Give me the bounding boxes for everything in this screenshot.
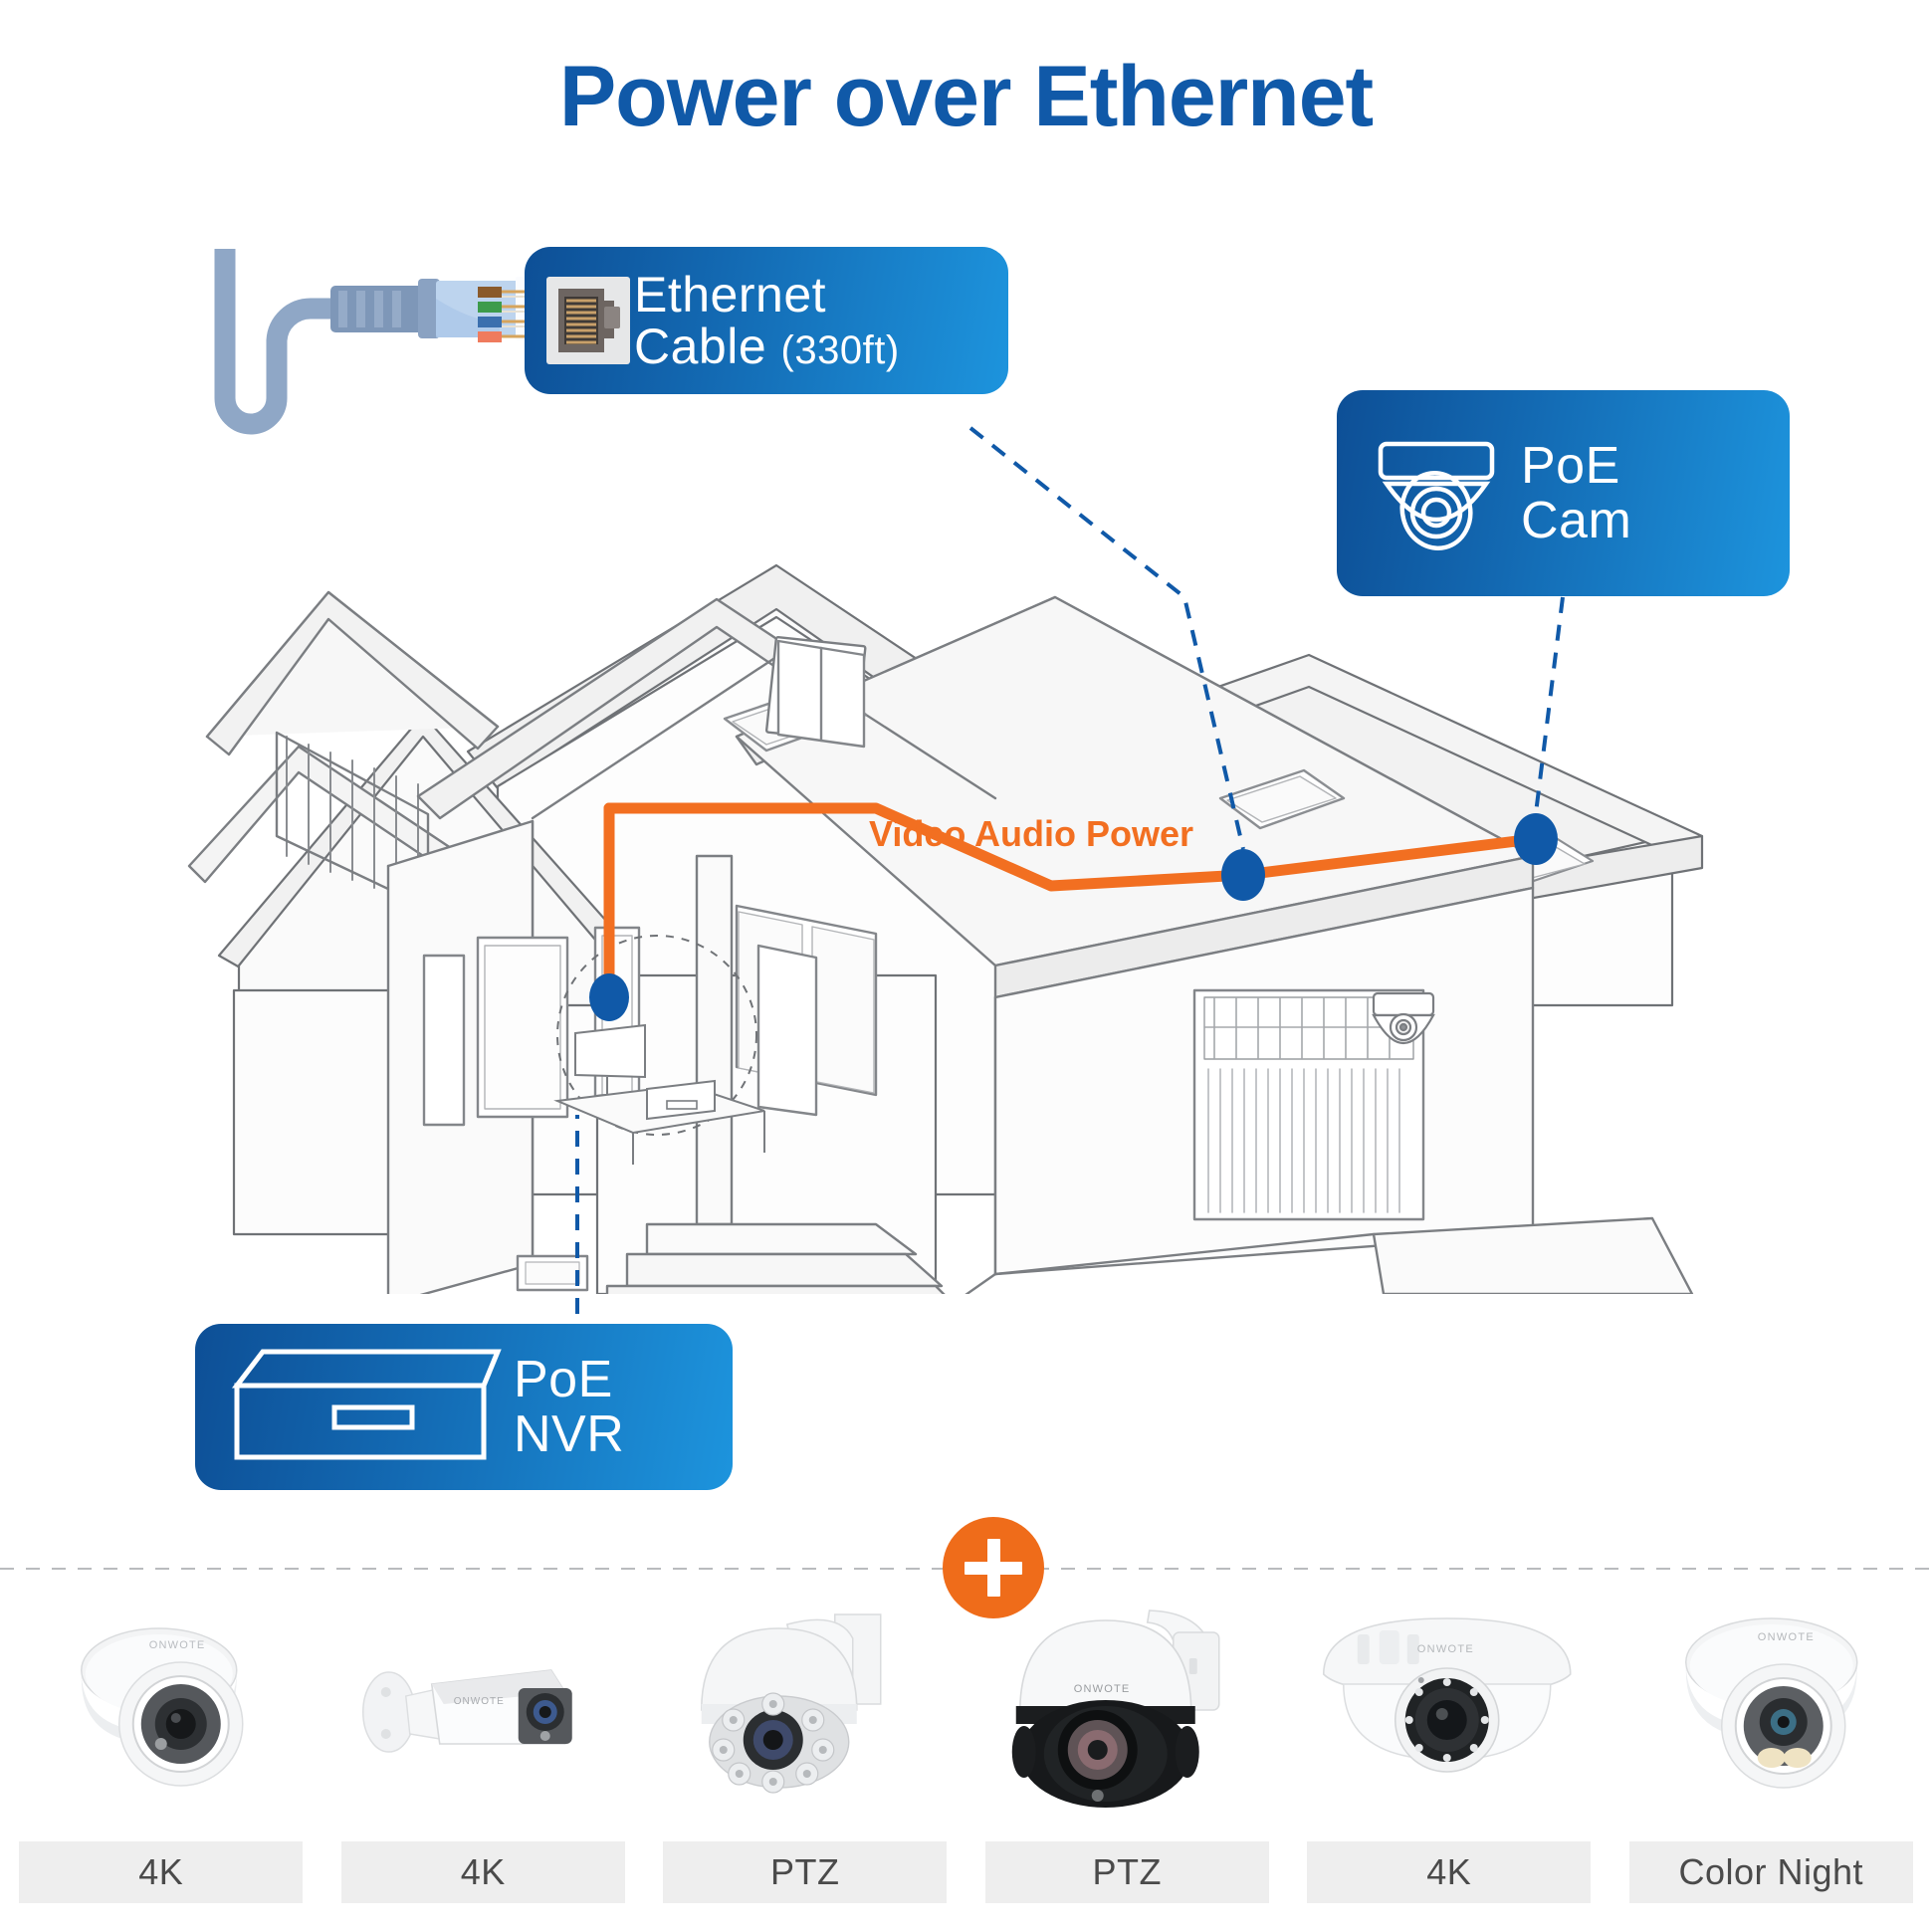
- rj45-connector-icon: [546, 277, 630, 364]
- svg-text:ONWOTE: ONWOTE: [453, 1696, 504, 1707]
- ptz-camera-large-image: ONWOTE: [966, 1593, 1289, 1841]
- nvr-box-icon: [231, 1349, 502, 1460]
- product-item[interactable]: PTZ: [644, 1593, 966, 1932]
- callout-poe-nvr-label: PoE NVR: [514, 1353, 624, 1460]
- callout-poe-nvr-line2: NVR: [514, 1404, 625, 1463]
- svg-text:ONWOTE: ONWOTE: [1757, 1631, 1814, 1643]
- dome-camera-4k-image: ONWOTE: [1288, 1593, 1610, 1841]
- product-item[interactable]: ONWOTE PTZ: [966, 1593, 1289, 1932]
- svg-text:ONWOTE: ONWOTE: [1073, 1683, 1130, 1695]
- nvr-detail-circle: [553, 935, 765, 1165]
- product-label: 4K: [1307, 1841, 1592, 1903]
- product-label: PTZ: [663, 1841, 948, 1903]
- cable-boot-icon: [330, 279, 440, 338]
- product-item[interactable]: ONWOTE Color Night: [1610, 1593, 1932, 1932]
- house-illustration: [187, 563, 1704, 1294]
- plus-bar-vertical: [986, 1539, 1000, 1597]
- callout-ethernet-line2: Cable: [634, 319, 767, 374]
- callout-ethernet-cable[interactable]: Ethernet Cable (330ft): [525, 247, 1008, 394]
- callout-poe-cam-line1: PoE: [1521, 437, 1620, 496]
- callout-poe-cam-line2: Cam: [1521, 491, 1632, 549]
- page-title: Power over Ethernet: [558, 49, 1374, 144]
- mounted-dome-camera-icon: [1372, 991, 1435, 1044]
- callout-poe-nvr[interactable]: PoE NVR: [195, 1324, 733, 1490]
- svg-text:ONWOTE: ONWOTE: [1417, 1643, 1474, 1655]
- plus-icon: [943, 1517, 1044, 1618]
- svg-text:ONWOTE: ONWOTE: [149, 1639, 206, 1651]
- callout-poe-cam[interactable]: PoE Cam: [1337, 390, 1790, 596]
- product-item[interactable]: ONWOTE 4K: [0, 1593, 322, 1932]
- product-label: Color Night: [1628, 1841, 1913, 1903]
- callout-poe-cam-label: PoE Cam: [1521, 439, 1631, 546]
- dome-camera-icon: [1378, 441, 1495, 551]
- product-strip: ONWOTE 4K: [0, 1593, 1932, 1932]
- product-label: 4K: [19, 1841, 304, 1903]
- bullet-camera-4k-image: ONWOTE: [322, 1593, 645, 1841]
- turret-camera-colornight-image: ONWOTE: [1610, 1593, 1932, 1841]
- product-item[interactable]: ONWOTE 4K: [1288, 1593, 1610, 1932]
- callout-poe-nvr-line1: PoE: [514, 1351, 613, 1409]
- turret-camera-4k-image: ONWOTE: [0, 1593, 322, 1841]
- ptz-camera-small-image: [644, 1593, 966, 1841]
- callout-ethernet-label: Ethernet Cable (330ft): [634, 269, 900, 372]
- callout-ethernet-line1: Ethernet: [634, 267, 827, 322]
- product-item[interactable]: ONWOTE 4K: [322, 1593, 645, 1932]
- callout-ethernet-suffix: (330ft): [780, 328, 900, 372]
- product-label: 4K: [340, 1841, 625, 1903]
- product-label: PTZ: [984, 1841, 1269, 1903]
